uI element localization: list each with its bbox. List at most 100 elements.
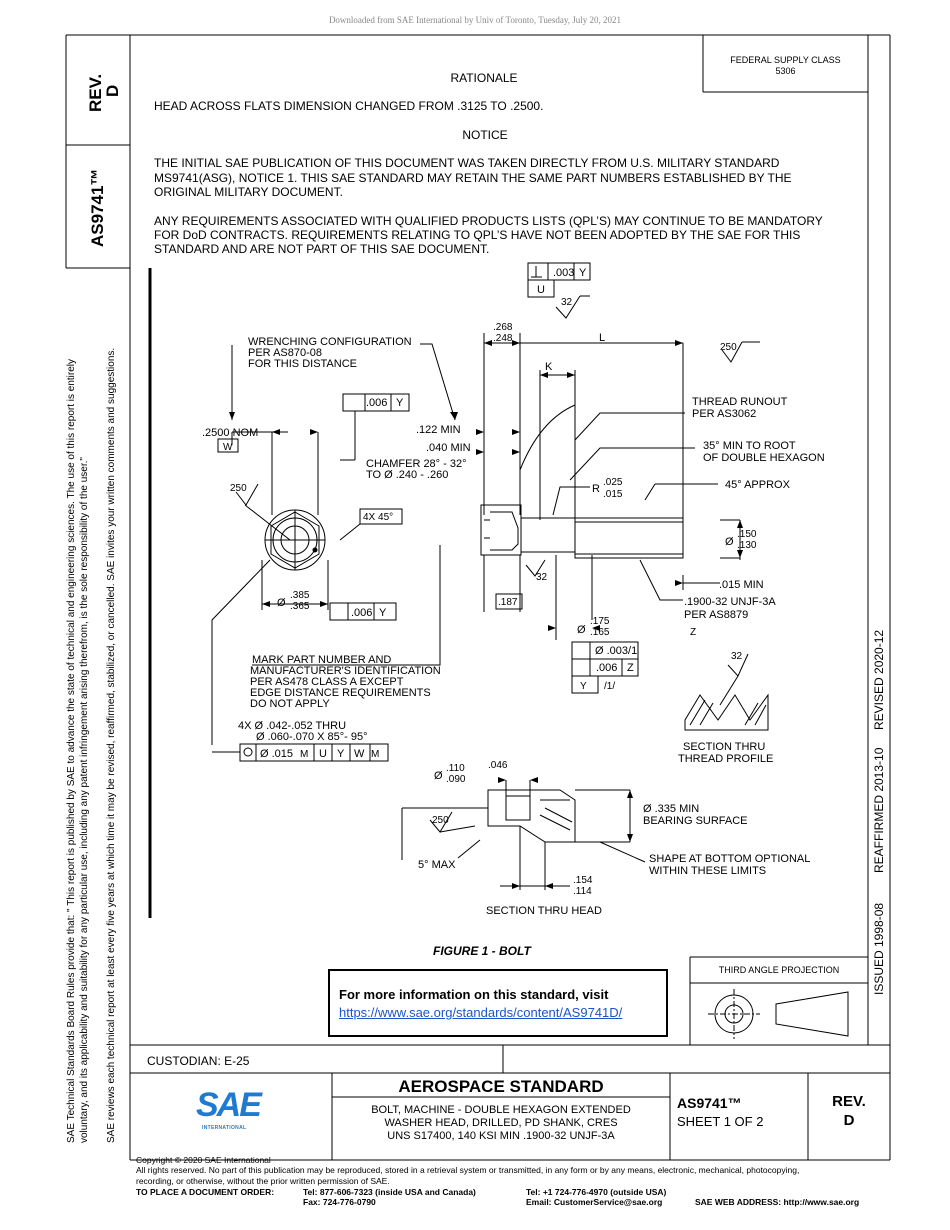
dim-114: .114 [573,886,592,897]
min-040: .040 MIN [426,442,471,454]
notice-p1-line-3: ORIGINAL MILITARY DOCUMENT. [154,185,343,199]
web-address[interactable]: SAE WEB ADDRESS: http://www.sae.org [695,1197,860,1207]
dia-130: .130 [737,540,757,551]
dia-150: .150 [737,529,757,540]
holes-note-2: Ø .060-.070 X 85°- 95° [256,731,368,743]
desc-line-2: WASHER HEAD, DRILLED, PD SHANK, CRES [384,1117,618,1129]
min-122: .122 MIN [416,424,461,436]
radius-r: R [592,483,600,495]
desc-line-1: BOLT, MACHINE - DOUBLE HEXAGON EXTENDED [371,1104,631,1116]
order-label: TO PLACE A DOCUMENT ORDER: [136,1187,275,1197]
supply-class-line-2: 5306 [775,66,796,76]
surface-32-top: 32 [561,297,573,308]
dia-symbol-110: Ø [434,770,443,782]
dia-365: .365 [290,601,310,612]
notice-p2-line-3: STANDARD AND ARE NOT PART OF THIS SAE DO… [154,242,490,256]
dim-046: .046 [488,760,508,771]
min-015: .015 MIN [719,579,764,591]
fcf-006-lower: .006 [351,607,372,619]
download-note: Downloaded from SAE International by Uni… [328,15,622,25]
projection-symbol [708,989,849,1039]
notice-p1-line-2: MS9741(ASG), NOTICE 1. THIS SAE STANDARD… [154,171,792,185]
notice-p2-line-1: ANY REQUIREMENTS ASSOCIATED WITH QUALIFI… [154,214,823,228]
fcf-datum-y-top: Y [579,267,587,279]
copyright: Copyright © 2020 SAE International [136,1155,271,1165]
holes-note-1: 4X Ø .042-.052 THRU [238,720,346,732]
wrench-note-3: FOR THIS DISTANCE [248,358,357,370]
radius-025: .025 [603,477,623,488]
dia-175: .175 [590,616,610,627]
title-doc-number: AS9741™ [677,1095,742,1111]
datum-u: U [537,284,545,296]
info-heading: For more information on this standard, v… [339,987,609,1002]
fcf-006-upper: .006 [366,397,387,409]
dim-k: K [545,361,553,373]
tel-usa: Tel: 877-606-7323 (inside USA and Canada… [303,1187,476,1197]
fcf-datum-y-bottom: Y [580,681,587,692]
shape-note-2: WITHIN THESE LIMITS [649,865,766,877]
mark-note-3: PER AS478 CLASS A EXCEPT [250,676,404,688]
max-5: 5° MAX [418,859,456,871]
runout-note-1: THREAD RUNOUT [692,396,788,408]
chamfer-note-2: TO Ø .240 - .260 [366,469,448,481]
title-rev-value: D [843,1112,855,1129]
dia-symbol-175: Ø [577,624,586,636]
bearing-note-1: Ø .335 MIN [643,803,699,815]
notice-p2-line-2: FOR DoD CONTRACTS. REQUIREMENTS RELATING… [154,228,801,242]
approx-45: 45° APPROX [725,479,791,491]
nom-2500: .2500 NOM [202,427,258,439]
mark-note-2: MANUFACTURER'S IDENTIFICATION [250,665,441,677]
wrench-note-1: WRENCHING CONFIGURATION [248,336,412,348]
surface-32-bottom: 32 [536,572,548,583]
mark-note-4: EDGE DISTANCE REQUIREMENTS [250,687,431,699]
fax: Fax: 724-776-0790 [303,1197,376,1207]
fcf-015: Ø .015 [260,748,293,760]
tel-outside: Tel: +1 724-776-4970 (outside USA) [526,1187,667,1197]
fcf-mmc-2: M [371,749,379,760]
notice-p1-line-1: THE INITIAL SAE PUBLICATION OF THIS DOCU… [154,156,780,170]
mark-note-1: MARK PART NUMBER AND [252,654,391,666]
dia-165: .165 [590,627,610,638]
fcf-datum-z: Z [627,662,634,674]
radius-015: .015 [603,489,623,500]
supply-class-line-1: FEDERAL SUPPLY CLASS [730,55,841,65]
info-box: For more information on this standard, v… [328,969,668,1037]
dim-154: .154 [573,875,593,886]
email[interactable]: Email: CustomerService@sae.org [526,1197,663,1207]
bearing-note-2: BEARING SURFACE [643,815,748,827]
notice-heading: NOTICE [462,128,508,142]
surface-250-head: 250 [230,483,247,494]
drawing-arrowheads [229,340,743,889]
fcf-slash-1: /1/ [604,681,615,692]
dim-248: .248 [493,333,513,344]
chamfer-note-1: CHAMFER 28° - 32° [366,458,467,470]
fcf-mmc-1: M [300,749,308,760]
fcf-006-z: .006 [596,662,617,674]
figure-caption: FIGURE 1 - BOLT [433,944,532,958]
fcf-003-1: Ø .003/1 [595,645,637,657]
standard-link[interactable]: https://www.sae.org/standards/content/AS… [339,1005,623,1020]
rights-line-2: recording, or otherwise, without the pri… [136,1176,390,1186]
fcf-datum-y-holes: Y [337,748,345,760]
sae-logo-subtext: INTERNATIONAL [202,1125,247,1131]
dia-symbol-150: Ø [725,536,734,548]
four-x-45: 4X 45° [363,512,393,523]
fcf-datum-y-lower: Y [379,607,387,619]
surface-250-right: 250 [720,342,737,353]
fcf-datum-y-upper: Y [396,397,404,409]
fcf-datum-u: U [319,748,327,760]
dia-symbol-385: Ø [277,597,286,609]
custodian: CUSTODIAN: E-25 [147,1054,250,1068]
datum-z: Z [690,627,696,638]
drawing-linework [211,262,769,890]
title-aerospace-standard: AEROSPACE STANDARD [398,1077,604,1096]
thread-note-1: .1900-32 UNJF-3A [684,596,776,608]
sae-logo: SAE INTERNATIONAL [190,1086,270,1138]
fcf-datum-w: W [354,748,365,760]
fcf-tol-003: .003 [553,267,574,279]
root-note-1: 35° MIN TO ROOT [703,440,796,452]
dim-l: L [599,332,605,344]
dia-385: .385 [290,590,310,601]
